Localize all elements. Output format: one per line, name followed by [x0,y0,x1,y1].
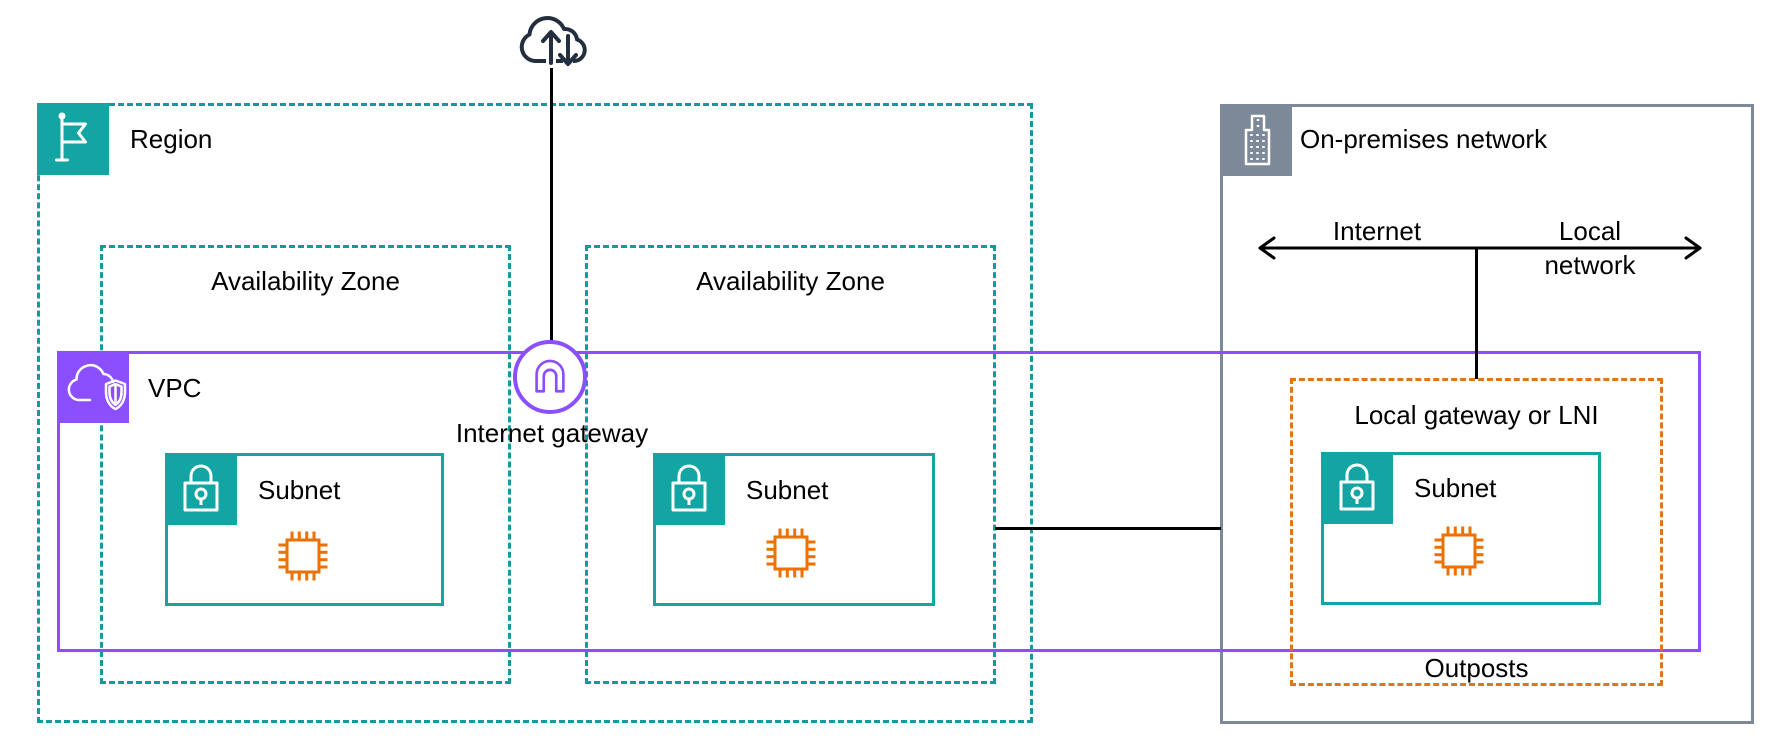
region-icon [37,103,109,175]
lock-icon [671,464,707,512]
arrow-internet-label: Internet [1332,216,1422,246]
subnet-2-label: Subnet [746,475,829,505]
region-boundary [37,103,1033,723]
availability-zone-2-label: Availability Zone [696,266,885,296]
subnet-3-icon [1321,452,1393,524]
building-icon [1244,114,1271,166]
network-to-outposts-line [1475,249,1478,379]
subnet-1-icon [165,453,237,525]
region-label: Region [130,124,213,154]
cloud-shield-icon [67,363,127,411]
availability-zone-1-boundary [100,245,511,684]
vpc-icon [57,351,129,423]
gateway-arch-icon [535,359,565,393]
on-premises-label: On-premises network [1300,124,1548,154]
arrow-local-label: Local [1558,216,1622,246]
subnet-3-label: Subnet [1414,473,1497,503]
subnet-1-box [165,453,444,606]
vpc-to-onprem-line [995,527,1221,530]
internet-gateway-icon [513,340,587,414]
lock-icon [1339,463,1375,511]
outposts-label: Outposts [1424,653,1529,683]
flag-icon [55,112,87,162]
local-gateway-label: Local gateway or LNI [1354,400,1599,430]
on-premises-icon [1220,104,1292,176]
lock-icon [183,464,219,512]
internet-gateway-label: Internet gateway [455,418,649,448]
vpc-boundary [57,351,1701,652]
internet-local-network-arrow [1258,236,1702,260]
instance-chip-icon [278,531,328,581]
vpc-label: VPC [148,373,202,403]
internet-to-gateway-line [550,66,553,342]
arrow-network-label: network [1544,250,1636,280]
instance-chip-icon [766,528,816,578]
availability-zone-2-boundary [585,245,996,684]
internet-cloud-icon [519,16,587,68]
availability-zone-1-label: Availability Zone [211,266,400,296]
instance-chip-icon [1434,526,1484,576]
subnet-2-icon [653,453,725,525]
on-premises-network-boundary [1220,104,1754,724]
subnet-1-label: Subnet [258,475,341,505]
outposts-boundary [1290,378,1663,686]
